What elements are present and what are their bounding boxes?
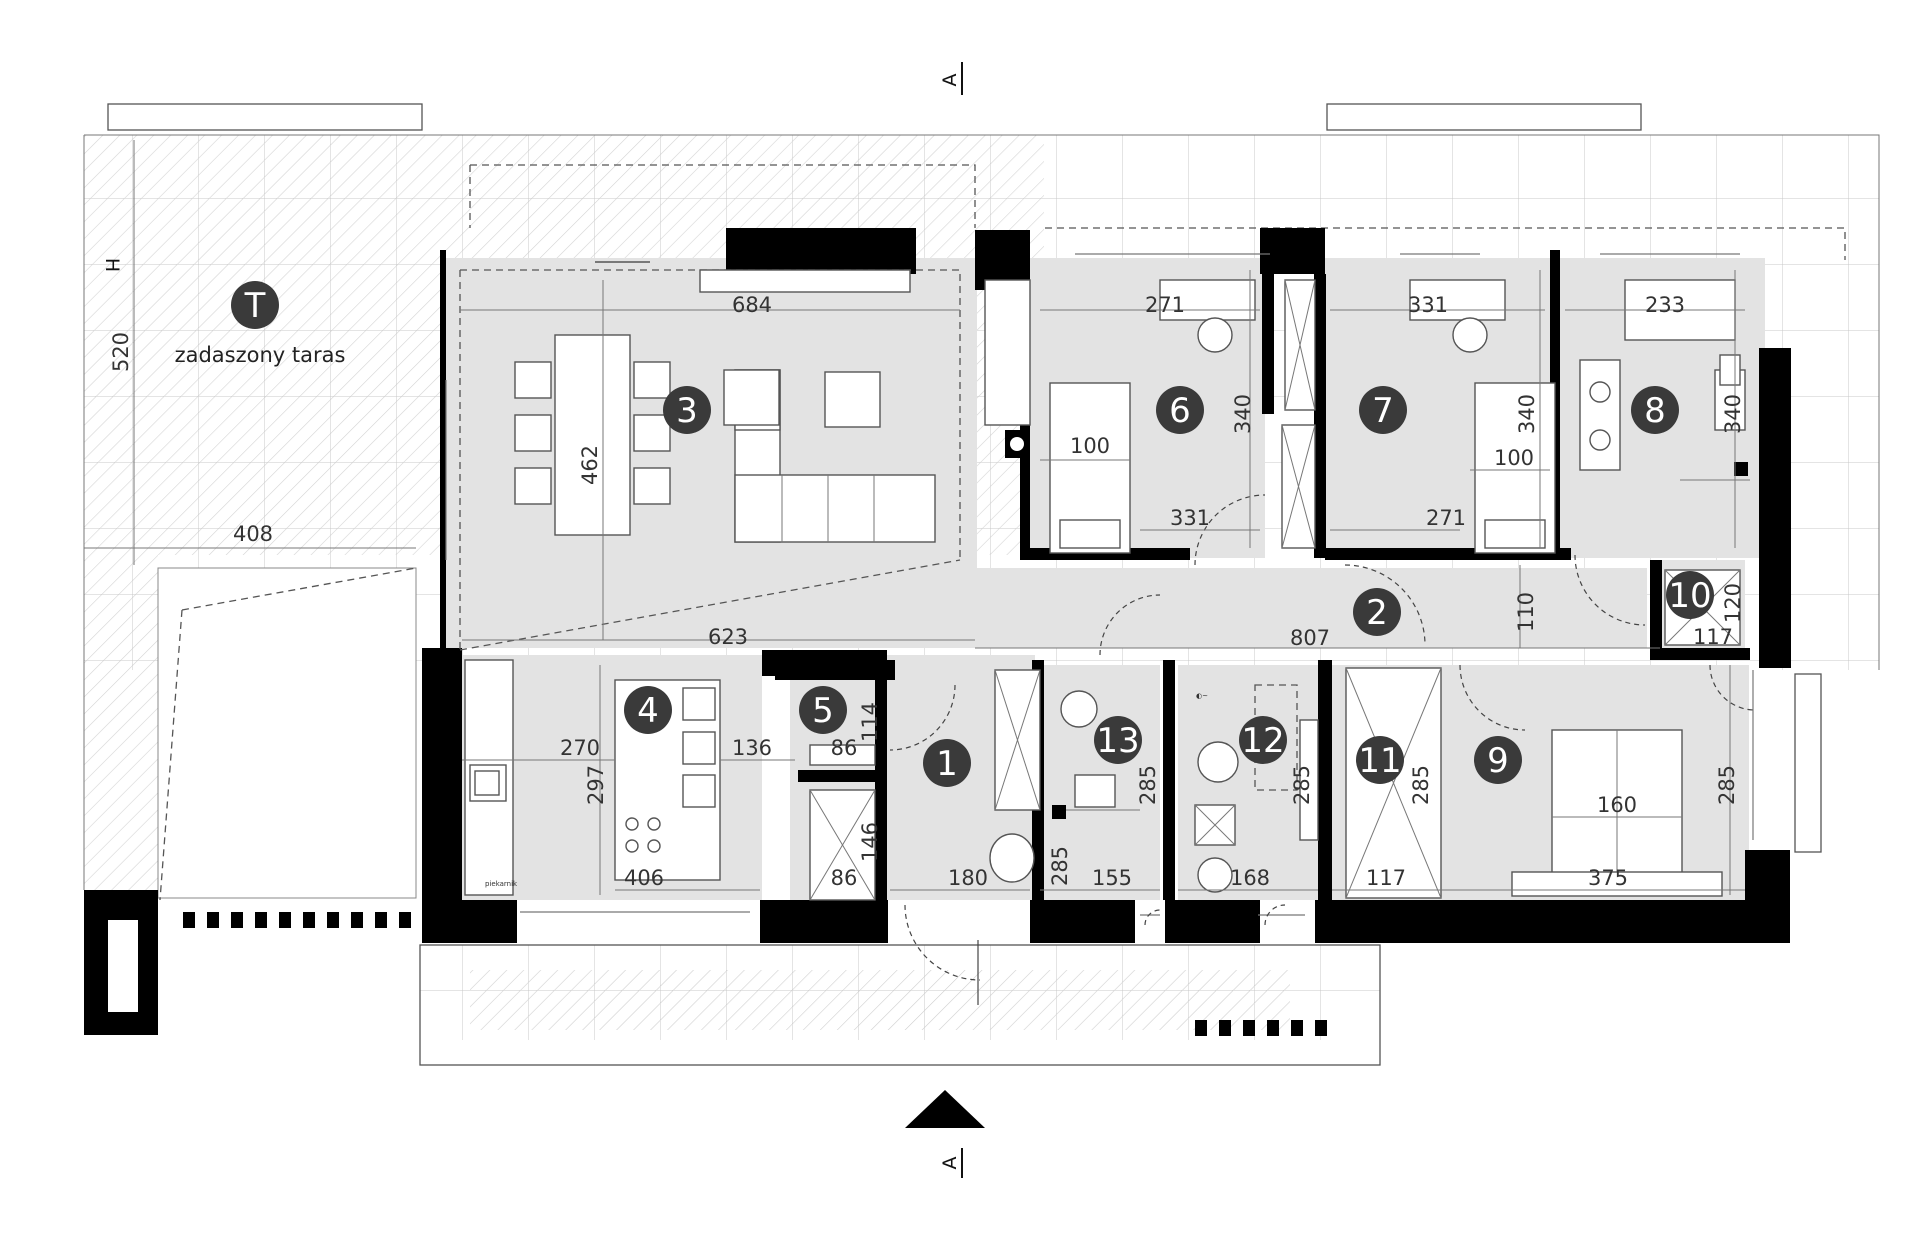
- room-5-dim-width: 136: [732, 736, 772, 760]
- section-arrow: [905, 1090, 985, 1128]
- room-11-dim-width: 117: [1366, 866, 1406, 890]
- terrace-height-dim: 520: [109, 332, 133, 372]
- room-8-dim-width: 233: [1645, 293, 1685, 317]
- terrace-marker: T: [231, 281, 279, 329]
- svg-text:6: 6: [1169, 391, 1191, 431]
- svg-text:2: 2: [1366, 593, 1388, 633]
- svg-text:4: 4: [637, 691, 659, 731]
- overhang-lines: [459, 269, 961, 651]
- stairs: [183, 912, 1327, 1036]
- section-markers: A A H: [101, 62, 985, 1178]
- room-marker-13: 13: [1094, 716, 1142, 764]
- room-6-dim-depth: 340: [1231, 394, 1255, 434]
- room-3-dim-width: 684: [732, 293, 772, 317]
- dining-table: [514, 334, 671, 536]
- svg-text:11: 11: [1358, 741, 1401, 781]
- wardrobe-11: [1345, 667, 1442, 899]
- room-marker-8: 8: [1631, 386, 1679, 434]
- section-mark-bottom: A: [939, 1157, 961, 1170]
- sofa: [723, 369, 936, 543]
- room-5-dim-side: 114: [858, 702, 882, 742]
- room-7-dim-depth: 340: [1515, 394, 1539, 434]
- room-7-dim-bed: 100: [1494, 446, 1534, 470]
- room-marker-10: 10: [1666, 571, 1714, 619]
- room-6-dim-bottom: 331: [1170, 506, 1210, 530]
- room-11-dim-depth: 285: [1409, 765, 1433, 805]
- door-swings: [889, 494, 1756, 1005]
- room-4-dim-width: 270: [560, 736, 600, 760]
- boiler-mark: ◐~: [1196, 692, 1208, 700]
- room-9-dim-bed: 160: [1597, 793, 1637, 817]
- room-2-dim-length: 807: [1290, 626, 1330, 650]
- svg-text:9: 9: [1487, 741, 1509, 781]
- room-marker-7: 7: [1359, 386, 1407, 434]
- room-marker-2: 2: [1353, 588, 1401, 636]
- hall-cabinet: [984, 279, 1031, 458]
- room-1-dim-depth: 285: [1048, 846, 1072, 886]
- tv-unit: [699, 269, 911, 293]
- room-6-dim-top: 271: [1145, 293, 1185, 317]
- svg-text:13: 13: [1096, 721, 1139, 761]
- svg-text:3: 3: [676, 391, 698, 431]
- room-5-dim-bottom: 86: [831, 866, 858, 890]
- dimension-labels: zadaszony taras 520 408 piekarnik 285 18…: [109, 293, 1745, 890]
- room-marker-5: 5: [799, 686, 847, 734]
- room-4-dim-island: 406: [624, 866, 664, 890]
- room-3-dim-depth: 462: [578, 445, 602, 485]
- bathroom-12-fixtures: ◐~: [1194, 684, 1319, 893]
- svg-text:7: 7: [1372, 391, 1394, 431]
- section-mark-top: A: [939, 74, 961, 87]
- room-10-dim-depth: 120: [1721, 583, 1745, 623]
- svg-text:10: 10: [1668, 576, 1711, 616]
- wardrobe-1: [989, 669, 1041, 883]
- room-7-dim-top: 331: [1408, 293, 1448, 317]
- bed-room-6: [1049, 279, 1256, 554]
- room-markers: 1 2 3 4 5 6 7 8 9 10 11 12 13 T: [231, 281, 1714, 787]
- svg-text:12: 12: [1241, 721, 1284, 761]
- room-9-dim-width: 375: [1588, 866, 1628, 890]
- svg-text:1: 1: [936, 744, 958, 784]
- terrace-width-dim: 408: [233, 522, 273, 546]
- room-5-dim-top: 86: [831, 736, 858, 760]
- room-10-dim-width: 117: [1693, 625, 1733, 649]
- double-bed: [1511, 729, 1723, 897]
- room-1-dim-width: 180: [948, 866, 988, 890]
- room-6-dim-bed: 100: [1070, 434, 1110, 458]
- room-5-dim-closet: 146: [858, 822, 882, 862]
- wardrobe-5: [809, 744, 876, 901]
- room-marker-1: 1: [923, 739, 971, 787]
- bed-room-7: [1281, 279, 1556, 554]
- room-marker-12: 12: [1239, 716, 1287, 764]
- terrace-label: zadaszony taras: [175, 343, 346, 367]
- svg-text:T: T: [244, 286, 266, 326]
- section-mark-left: H: [101, 258, 123, 272]
- dimension-lines: [84, 140, 1745, 895]
- room-7-dim-bottom: 271: [1426, 506, 1466, 530]
- room-8-dim-depth: 340: [1721, 394, 1745, 434]
- room-marker-3: 3: [663, 386, 711, 434]
- room-marker-6: 6: [1156, 386, 1204, 434]
- svg-text:5: 5: [812, 691, 834, 731]
- svg-text:8: 8: [1644, 391, 1666, 431]
- windows: [445, 253, 1754, 916]
- room-4-dim-depth: 297: [584, 765, 608, 805]
- room-marker-9: 9: [1474, 736, 1522, 784]
- room-13-dim-depth: 285: [1136, 765, 1160, 805]
- oven-label: piekarnik: [485, 880, 518, 888]
- room-2-dim-width: 110: [1514, 592, 1538, 632]
- room-marker-11: 11: [1356, 736, 1404, 784]
- room-3-dim-bottom: 623: [708, 625, 748, 649]
- room-9-dim-depth: 285: [1715, 765, 1739, 805]
- room-13-dim-width: 155: [1092, 866, 1132, 890]
- pillar: [84, 890, 158, 1035]
- room-12-dim-width: 168: [1230, 866, 1270, 890]
- room-12-dim-depth: 285: [1290, 765, 1314, 805]
- bathroom-13-fixtures: [1060, 690, 1140, 811]
- room-marker-4: 4: [624, 686, 672, 734]
